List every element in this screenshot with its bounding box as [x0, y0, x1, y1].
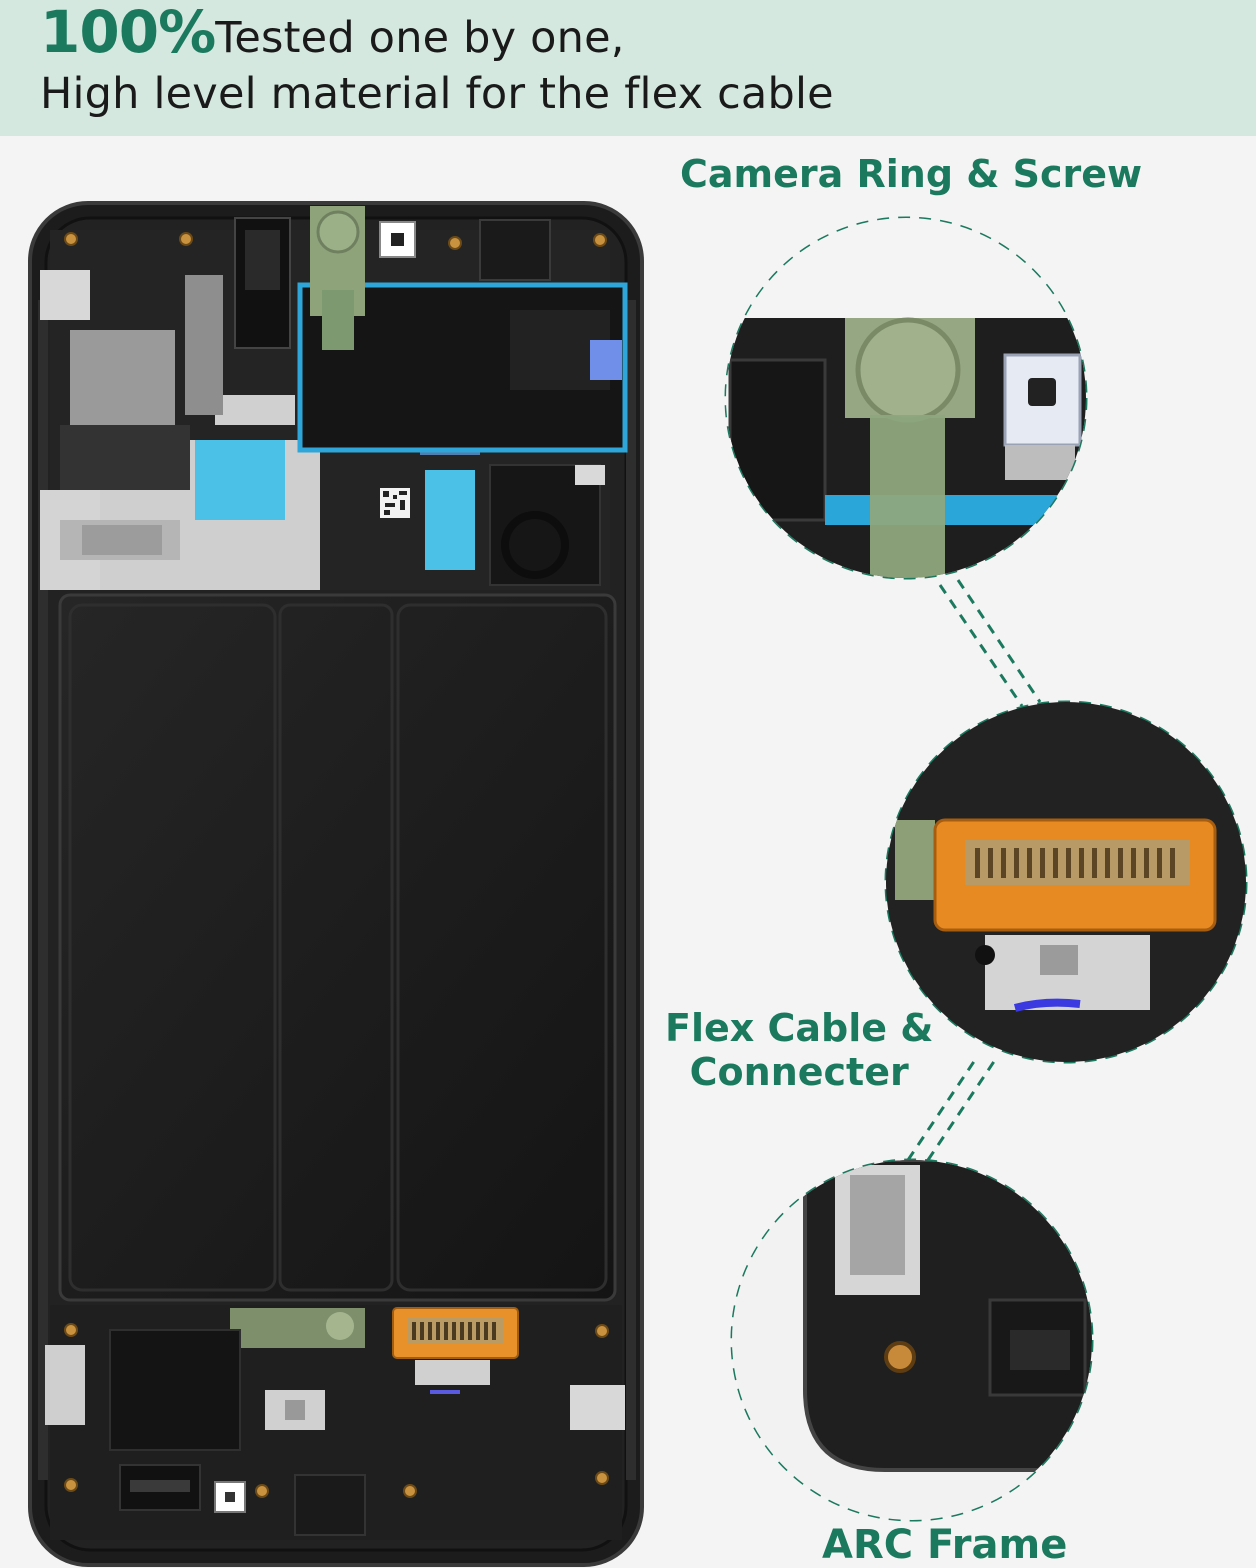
page-title: 100%Tested one by one, High level materi… [40, 3, 834, 122]
flex-connector-zoom-callout [884, 700, 1248, 1064]
headline-line2: High level material for the flex cable [40, 69, 834, 119]
display-panel [58, 593, 617, 1302]
arc-frame-label: ARC Frame [822, 1522, 1068, 1568]
camera-ring-zoom-callout [724, 216, 1088, 580]
arc-frame-zoom-callout [730, 1158, 1094, 1522]
callout-connectors [906, 579, 1042, 1161]
flex-cable-label-line2: Connecter [689, 1050, 909, 1094]
flex-cable-label-line1: Flex Cable & [665, 1006, 934, 1050]
headline-line1: Tested one by one, [215, 13, 625, 63]
top-components [40, 206, 628, 590]
bottom-components [45, 1305, 625, 1540]
flex-cable-label: Flex Cable & Connecter [665, 1006, 933, 1094]
camera-ring-label: Camera Ring & Screw [680, 152, 1143, 196]
header-banner [0, 0, 1256, 136]
headline-percent: 100% [40, 0, 216, 66]
